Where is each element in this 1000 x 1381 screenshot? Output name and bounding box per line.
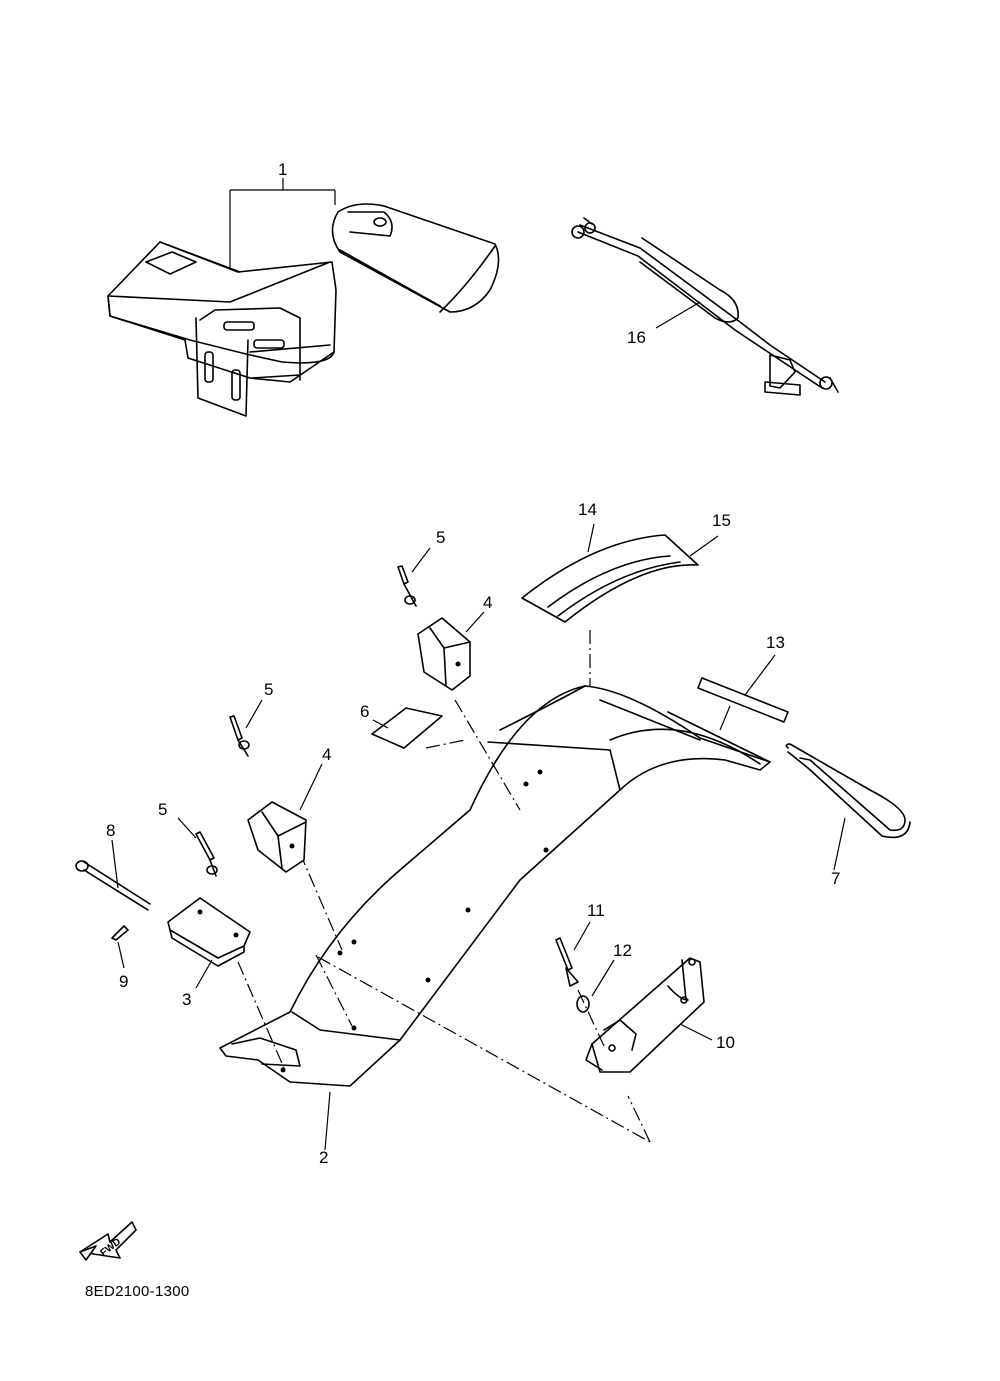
part-7-handle bbox=[719, 705, 911, 871]
callout-16: 16 bbox=[627, 328, 646, 347]
callout-9: 9 bbox=[119, 972, 128, 991]
part-4-clip-upper bbox=[417, 611, 485, 691]
callout-12: 12 bbox=[613, 941, 632, 960]
diagram-code: 8ED2100-1300 bbox=[85, 1283, 190, 1300]
part-11-screw bbox=[555, 921, 605, 1047]
part-5-rivet-lower bbox=[177, 817, 218, 877]
callout-14: 14 bbox=[578, 500, 597, 519]
part-1-bag-and-pouch bbox=[107, 178, 500, 417]
part-8-bolt bbox=[75, 839, 151, 911]
part-5-rivet-middle bbox=[229, 699, 263, 757]
part-2-fender bbox=[219, 685, 771, 1151]
fwd-arrow-icon: FWD bbox=[79, 1221, 137, 1261]
callout-numbers: 1 2 3 4 4 5 5 5 6 7 8 9 10 11 12 13 14 1… bbox=[106, 160, 840, 1167]
callout-8: 8 bbox=[106, 821, 115, 840]
callout-5b: 5 bbox=[264, 680, 273, 699]
callout-5: 5 bbox=[436, 528, 445, 547]
callout-2: 2 bbox=[319, 1148, 328, 1167]
callout-4b: 4 bbox=[322, 745, 331, 764]
part-6-label bbox=[371, 707, 443, 749]
callout-11: 11 bbox=[587, 901, 605, 920]
callout-6: 6 bbox=[360, 702, 369, 721]
callout-15: 15 bbox=[712, 511, 731, 530]
callout-5c: 5 bbox=[158, 800, 167, 819]
part-12-washer bbox=[576, 959, 615, 1013]
assembly-leaders bbox=[237, 699, 651, 1143]
part-14-15-pad bbox=[521, 523, 719, 725]
part-16-cable bbox=[571, 217, 839, 396]
callout-13: 13 bbox=[766, 633, 785, 652]
callout-7: 7 bbox=[831, 869, 840, 888]
part-13-strip bbox=[697, 654, 789, 723]
callout-3: 3 bbox=[182, 990, 191, 1009]
callout-10: 10 bbox=[716, 1033, 735, 1052]
callout-1: 1 bbox=[278, 160, 287, 179]
callout-4: 4 bbox=[483, 593, 492, 612]
part-3-bracket bbox=[167, 897, 251, 989]
part-10-hinge bbox=[585, 957, 713, 1073]
part-9-pin bbox=[111, 925, 129, 969]
part-5-rivet-upper bbox=[397, 547, 431, 607]
part-4-clip-lower bbox=[247, 763, 323, 873]
